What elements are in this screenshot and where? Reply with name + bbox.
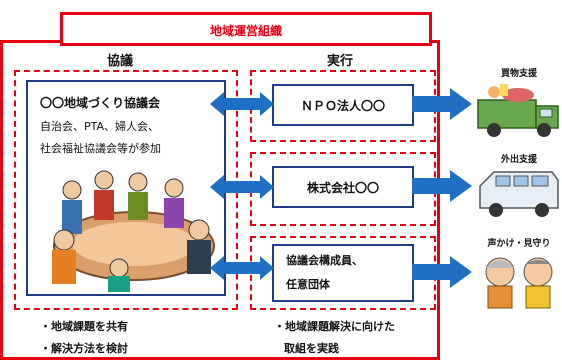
service-arrow-2: [412, 170, 472, 202]
double-arrow-1: [210, 92, 274, 116]
person-6: [187, 219, 211, 274]
person-5: [52, 229, 76, 284]
right-heading: 実行: [326, 54, 353, 69]
left-bullet-1: ・地域課題を共有: [40, 320, 128, 333]
council-members-1: 自治会、PTA、婦人会、: [40, 120, 160, 133]
person-4: [164, 178, 184, 228]
org-title-box: [60, 12, 432, 46]
person-2: [94, 170, 114, 220]
service-label-shopping: 買物支援: [500, 69, 537, 79]
org-title: 地域運営組織: [209, 24, 282, 38]
meeting-illustration: [52, 170, 215, 292]
left-bullet-2: ・解決方法を検討: [40, 342, 128, 355]
elderly-couple-icon: [485, 257, 553, 309]
council-members-2: 社会福祉協議会等が参加: [40, 142, 161, 155]
council-name: 〇〇地域づくり協議会: [40, 96, 161, 110]
members-box: [272, 244, 414, 302]
service-label-outing: 外出支援: [500, 155, 537, 165]
double-arrow-3: [210, 256, 274, 280]
person-3: [128, 172, 148, 220]
npo-label: ＮＰＯ法人〇〇: [300, 99, 385, 113]
double-arrow-2: [210, 175, 274, 199]
service-arrow-3: [412, 256, 472, 288]
right-bullet-1: ・地域課題解決に向けた: [274, 320, 395, 333]
right-bullet-2: 取組を実践: [284, 342, 339, 355]
person-7: [108, 258, 130, 292]
service-arrow-1: [412, 88, 472, 120]
person-1: [62, 180, 82, 234]
shopping-truck-icon: [477, 84, 559, 137]
left-heading: 協議: [106, 54, 133, 69]
service-label-watch: 声かけ・見守り: [487, 239, 551, 249]
members-label-1: 協議会構成員、: [286, 254, 363, 267]
members-label-2: 任意団体: [286, 278, 330, 291]
company-label: 株式会社〇〇: [306, 181, 379, 195]
outing-van-icon: [479, 171, 559, 217]
npo-box: [272, 84, 414, 126]
